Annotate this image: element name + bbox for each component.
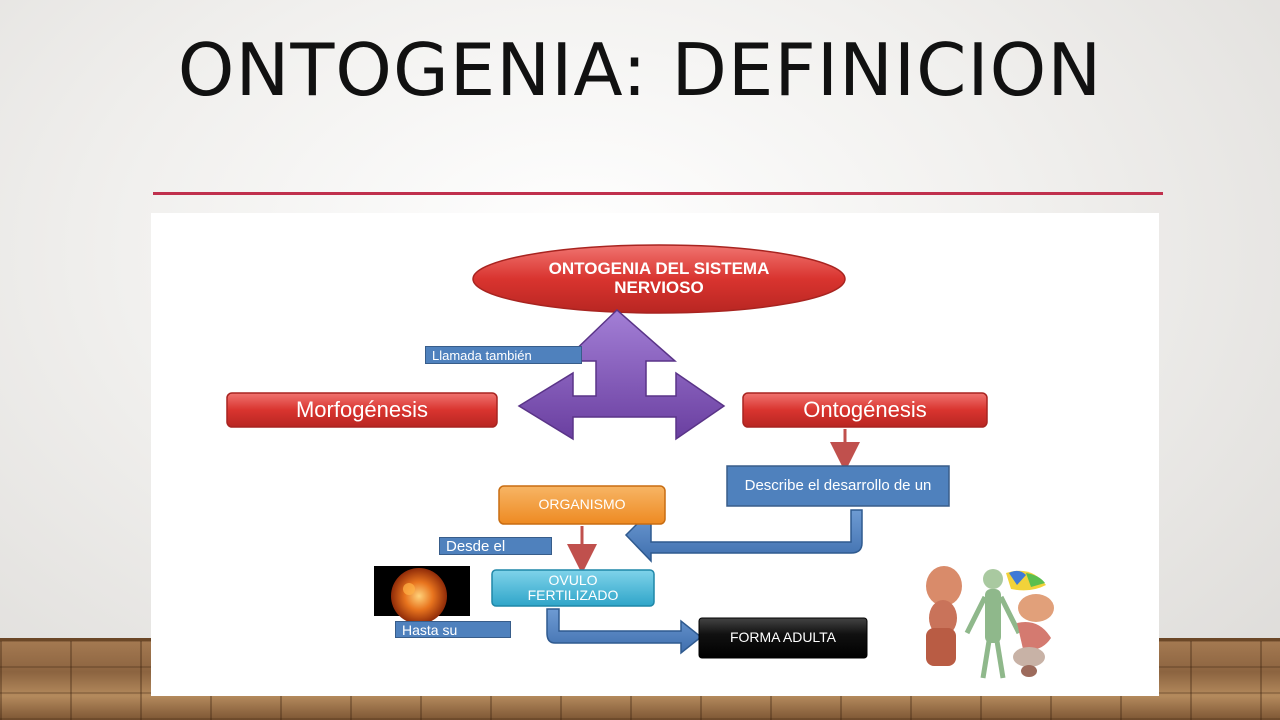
llamada-label: Llamada también <box>425 346 582 364</box>
desde-label: Desde el <box>439 537 552 555</box>
forma-adulta-box <box>698 617 868 659</box>
diagram-panel: ONTOGENIA DEL SISTEMA NERVIOSO Llamada t… <box>151 213 1159 696</box>
left-node-label: Morfogénesis <box>295 396 429 422</box>
egg-highlight <box>403 583 415 595</box>
slide-title: ONTOGENIA: DEFINICION <box>177 28 1103 112</box>
diagram-canvas <box>226 244 1054 679</box>
organismo-label: ORGANISMO <box>538 496 626 513</box>
right-node-box <box>742 392 988 428</box>
organismo-box <box>498 485 666 525</box>
top-node-ellipse <box>472 244 846 314</box>
arrow-ovulo-forma <box>546 608 703 655</box>
three-way-arrow <box>517 308 726 441</box>
human-anatomy-illustration <box>926 566 1054 679</box>
right-node-label: Ontogénesis <box>803 396 927 422</box>
top-node-label: ONTOGENIA DEL SISTEMA NERVIOSO <box>548 259 770 297</box>
egg-image <box>391 568 447 624</box>
describe-box <box>726 465 950 507</box>
title-underline <box>153 192 1163 195</box>
forma-adulta-label: FORMA ADULTA <box>729 629 837 646</box>
hasta-label: Hasta su <box>395 621 511 638</box>
ovulo-label: OVULO FERTILIZADO <box>527 571 619 603</box>
left-node-box <box>226 392 498 428</box>
describe-label: Describe el desarrollo de un <box>744 476 932 494</box>
ovulo-box <box>491 569 655 607</box>
